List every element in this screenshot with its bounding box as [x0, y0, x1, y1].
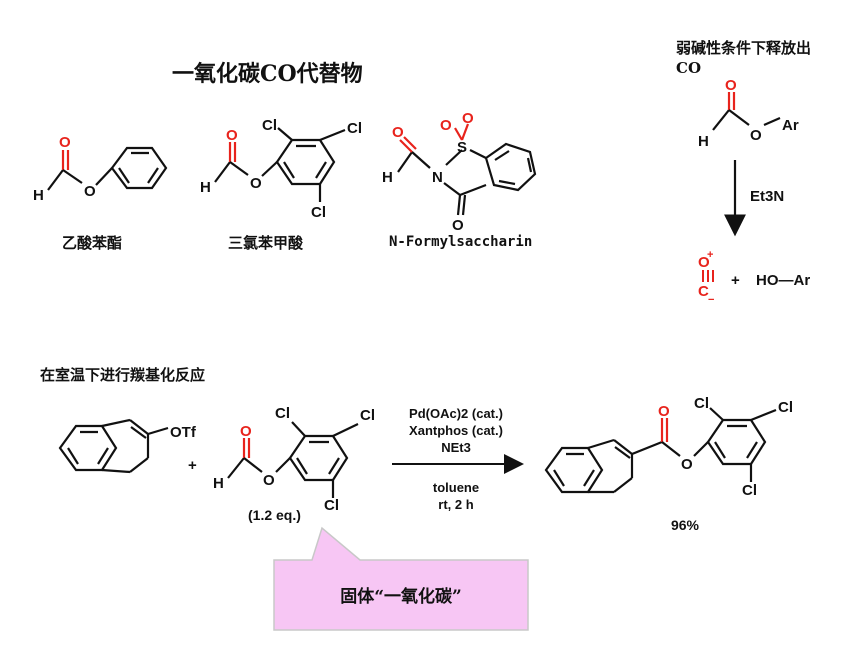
atom-O-carbonyl: O: [725, 77, 737, 94]
condition-solvent: toluene: [433, 480, 479, 495]
atom-O-carbonyl: O: [240, 423, 252, 440]
release-note-line2: CO: [676, 59, 702, 77]
atom-S: S: [457, 139, 467, 156]
atom-O-sulfonyl1: O: [440, 117, 452, 134]
atom-Cl-para: Cl: [347, 120, 362, 137]
dihydronaphthyl-triflate-structure: [58, 418, 169, 474]
release-phenol-product: HO—Ar: [756, 272, 810, 289]
condition-ligand: Xantphos (cat.): [409, 423, 503, 438]
atom-Cl-ortho: Cl: [275, 405, 290, 422]
carbon-monoxide-structure: [702, 270, 714, 282]
condition-temp-time: rt, 2 h: [438, 497, 473, 512]
compound-label-n-formylsaccharin: N-Formylsaccharin: [389, 234, 533, 250]
atom-O-carbonyl: O: [59, 134, 71, 151]
atom-Cl-ortho2: Cl: [311, 204, 326, 221]
trichlorophenyl-formate-structure: [214, 127, 346, 202]
charge-minus: −: [708, 294, 714, 306]
atom-H: H: [213, 475, 224, 492]
atom-O-carbonyl: O: [658, 403, 670, 420]
atom-O-carbonyl: O: [452, 217, 464, 234]
condition-catalyst: Pd(OAc)2 (cat.): [409, 406, 503, 421]
atom-O-ester: O: [263, 472, 275, 489]
release-note-line1: 弱碱性条件下释放出: [676, 39, 812, 57]
release-note: 弱碱性条件下释放出 CO: [676, 38, 811, 78]
release-reagent: Et3N: [750, 188, 784, 205]
atom-Cl-para: Cl: [360, 407, 375, 424]
compound-label-phenyl-formate: 乙酸苯酯: [62, 234, 123, 252]
atom-O-ester: O: [84, 183, 96, 200]
atom-H: H: [698, 133, 709, 150]
callout-text: 固体“一氧化碳”: [340, 587, 462, 607]
aryl-formate-structure: [712, 92, 781, 131]
atom-C-anion: C: [698, 283, 709, 300]
compound-label-trichlorophenyl-formate: 三氯苯甲酸: [228, 234, 304, 252]
product-yield: 96%: [671, 517, 700, 533]
atom-O-ester: O: [250, 175, 262, 192]
atom-H: H: [200, 179, 211, 196]
aryl-group-label: Ar: [782, 117, 799, 134]
atom-O-cation: O: [698, 254, 710, 271]
reaction-plus-sign: +: [188, 457, 197, 474]
n-formylsaccharin-structure: [397, 123, 537, 216]
page-title: 一氧化碳CO代替物: [172, 61, 363, 87]
atom-Cl-ortho: Cl: [262, 117, 277, 134]
atom-H: H: [382, 169, 393, 186]
atom-Cl-para: Cl: [778, 399, 793, 416]
charge-plus: +: [707, 249, 713, 261]
reaction-section-title: 在室温下进行羰基化反应: [40, 366, 206, 384]
atom-H: H: [33, 187, 44, 204]
atom-Cl-ortho2: Cl: [324, 497, 339, 514]
release-plus-sign: +: [731, 272, 740, 289]
atom-N: N: [432, 169, 443, 186]
atom-O-sulfonyl2: O: [462, 110, 474, 127]
condition-base: NEt3: [441, 440, 471, 455]
atom-O-carbonyl: O: [226, 127, 238, 144]
atom-O-formyl: O: [392, 124, 404, 141]
atom-Cl-ortho: Cl: [694, 395, 709, 412]
callout-box: [273, 526, 529, 631]
atom-O-ester: O: [681, 456, 693, 473]
phenyl-formate-structure: [47, 146, 168, 191]
reagent-equivalents: (1.2 eq.): [248, 507, 301, 523]
otf-group-label: OTf: [170, 424, 197, 441]
atom-O-ester: O: [750, 127, 762, 144]
atom-Cl-ortho2: Cl: [742, 482, 757, 499]
reagent-trichlorophenyl-formate-structure: [227, 421, 359, 498]
product-ester-structure: [544, 407, 777, 494]
